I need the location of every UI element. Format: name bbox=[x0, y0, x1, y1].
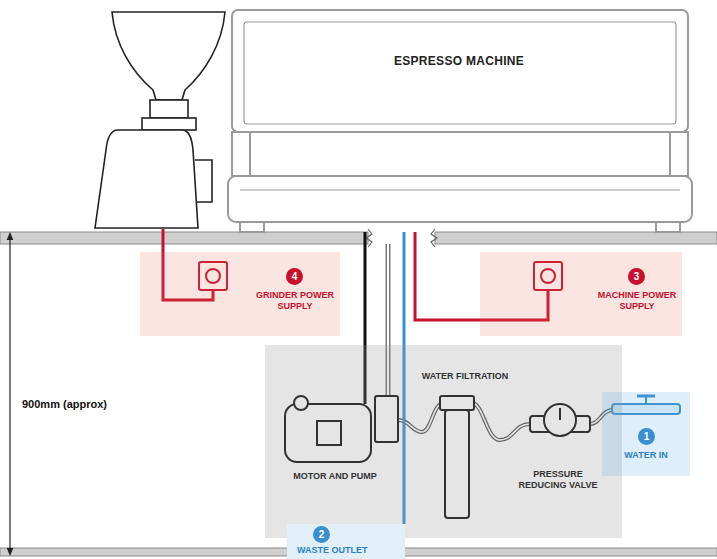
grinder-hopper bbox=[112, 12, 225, 100]
machine-frame bbox=[232, 10, 688, 132]
callout-number: 4 bbox=[286, 268, 303, 285]
part-label: GRINDER POWER SUPPLY bbox=[255, 290, 335, 312]
part-label: WATER IN bbox=[602, 450, 690, 461]
part-label: MACHINE POWER SUPPLY bbox=[597, 290, 677, 312]
connector-line bbox=[415, 232, 480, 320]
machine-side bbox=[670, 132, 688, 176]
machine-foot bbox=[656, 222, 680, 232]
callout-number: 3 bbox=[628, 268, 645, 285]
machine-base bbox=[228, 176, 692, 222]
plumbing-area: WATER FILTRATION MOTOR AND PUMP PRESSURE R… bbox=[265, 345, 622, 538]
part-label: MOTOR AND PUMP bbox=[275, 471, 395, 482]
machine-name: ESPRESSO MACHINE bbox=[228, 54, 690, 68]
machine-foot bbox=[240, 222, 264, 232]
grinder-collar bbox=[150, 100, 188, 118]
part-label: WATER FILTRATION bbox=[405, 371, 525, 382]
counter-top bbox=[0, 229, 717, 247]
grinder-neck bbox=[142, 118, 196, 130]
part-label: WASTE OUTLET bbox=[297, 545, 403, 556]
grinder bbox=[95, 12, 225, 228]
callout-number: 2 bbox=[313, 526, 330, 543]
part-label: PRESSURE REDUCING VALVE bbox=[510, 469, 606, 491]
dimension-label: 900mm (approx) bbox=[22, 398, 132, 411]
counter-slab bbox=[435, 232, 717, 244]
machine-panel bbox=[244, 22, 676, 124]
water-inlet-box: 1WATER IN bbox=[602, 392, 690, 476]
power-supply-box: 4GRINDER POWER SUPPLY bbox=[140, 252, 340, 336]
connector-line bbox=[364, 232, 367, 345]
machine-side bbox=[232, 132, 250, 176]
counter-slab bbox=[0, 232, 368, 244]
power-supply-box: 3MACHINE POWER SUPPLY bbox=[480, 252, 682, 336]
break-mark bbox=[431, 229, 437, 247]
grinder-handle bbox=[195, 160, 212, 202]
callout-number: 1 bbox=[638, 428, 655, 445]
drip-tray-line bbox=[240, 190, 680, 191]
break-mark bbox=[366, 229, 372, 247]
espresso-machine: ESPRESSO MACHINE bbox=[228, 12, 690, 232]
grinder-body bbox=[95, 130, 198, 228]
waste-outlet-box: 2WASTE OUTLET bbox=[287, 524, 405, 559]
dimension-line bbox=[9, 236, 10, 552]
espresso-machine-body bbox=[228, 10, 692, 232]
